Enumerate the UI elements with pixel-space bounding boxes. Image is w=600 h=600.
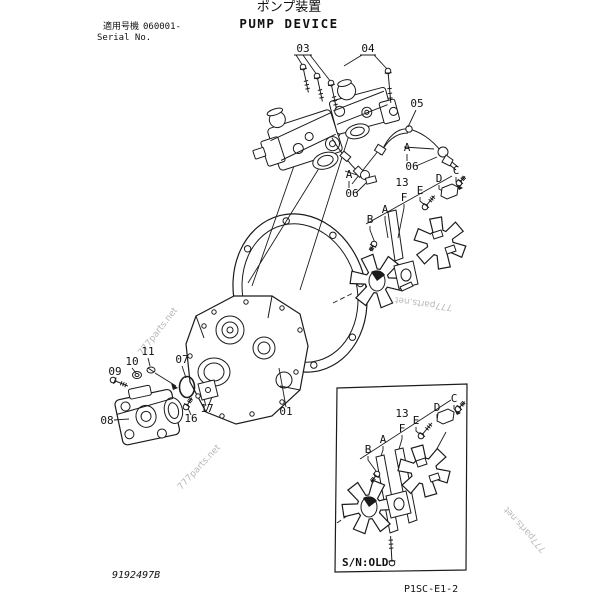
pilot-pump	[114, 384, 184, 446]
washer-10	[132, 371, 142, 379]
callout-d-inset: D	[434, 401, 441, 414]
callout-b-inset: B	[365, 443, 372, 456]
serial-label-en: Serial No.	[97, 33, 151, 43]
callout-01: 01	[279, 405, 292, 418]
page-title: PUMP DEVICE	[239, 16, 338, 31]
callout-b-main: B	[367, 213, 374, 226]
banjo-fitting	[437, 146, 459, 171]
callout-11: 11	[141, 345, 154, 358]
callout-07: 07	[175, 353, 188, 366]
centerline-dash	[332, 292, 354, 304]
callout-c-main: C	[453, 164, 460, 177]
callout-05: 05	[410, 97, 423, 110]
pin	[399, 281, 414, 292]
callout-f-inset: F	[399, 422, 406, 435]
watermark-text: 777parts.net	[394, 294, 453, 312]
doc-number: 9192497B	[112, 570, 160, 581]
pin-11	[146, 366, 156, 374]
page-title-japanese: ポンプ装置	[257, 0, 322, 15]
callout-a-elbow: A	[346, 168, 353, 181]
callout-13-main: 13	[395, 176, 408, 189]
callout-a-main: A	[382, 203, 389, 216]
watermark-text: 777parts.net	[502, 504, 549, 554]
serial-label-jp: 適用号機	[103, 20, 139, 32]
leader-lines-long	[247, 101, 383, 291]
callout-f-main: F	[401, 191, 408, 204]
shim-strip	[387, 209, 404, 262]
callout-09: 09	[108, 365, 121, 378]
callout-08: 08	[100, 414, 113, 427]
control-pump-unit	[252, 107, 343, 171]
coupling-assembly	[349, 209, 467, 309]
o-ring	[178, 375, 196, 399]
hose-05	[373, 125, 441, 156]
callout-10: 10	[125, 355, 138, 368]
arrowhead	[171, 383, 178, 390]
inset-box: S/N:OLD	[334, 383, 468, 573]
callout-a-hose: A	[404, 141, 411, 154]
callout-d-main: D	[436, 172, 443, 185]
inset-caption: S/N:OLD	[342, 556, 389, 569]
callout-e-inset: E	[413, 414, 420, 427]
elbow-fitting	[331, 137, 378, 185]
callout-a-inset: A	[380, 433, 387, 446]
callout-04: 04	[361, 42, 375, 55]
solenoid-pump-unit	[328, 79, 401, 140]
callout-06-hose: 06	[405, 160, 418, 173]
callout-17: 17	[200, 402, 213, 415]
element-d	[440, 183, 459, 200]
inset-element-d	[436, 408, 455, 425]
plate-17	[197, 379, 219, 401]
callout-e-main: E	[417, 184, 424, 197]
callout-06-elbow: 06	[345, 187, 358, 200]
callout-13-inset: 13	[395, 407, 408, 420]
callout-03: 03	[296, 42, 309, 55]
callout-c-inset: C	[451, 392, 458, 405]
page-code: P1SC-E1-2	[404, 584, 458, 595]
callout-16: 16	[184, 412, 197, 425]
watermark-text: 777parts.net	[176, 443, 223, 493]
bolt-layer	[109, 63, 467, 567]
serial-range: 060001-	[143, 22, 181, 32]
